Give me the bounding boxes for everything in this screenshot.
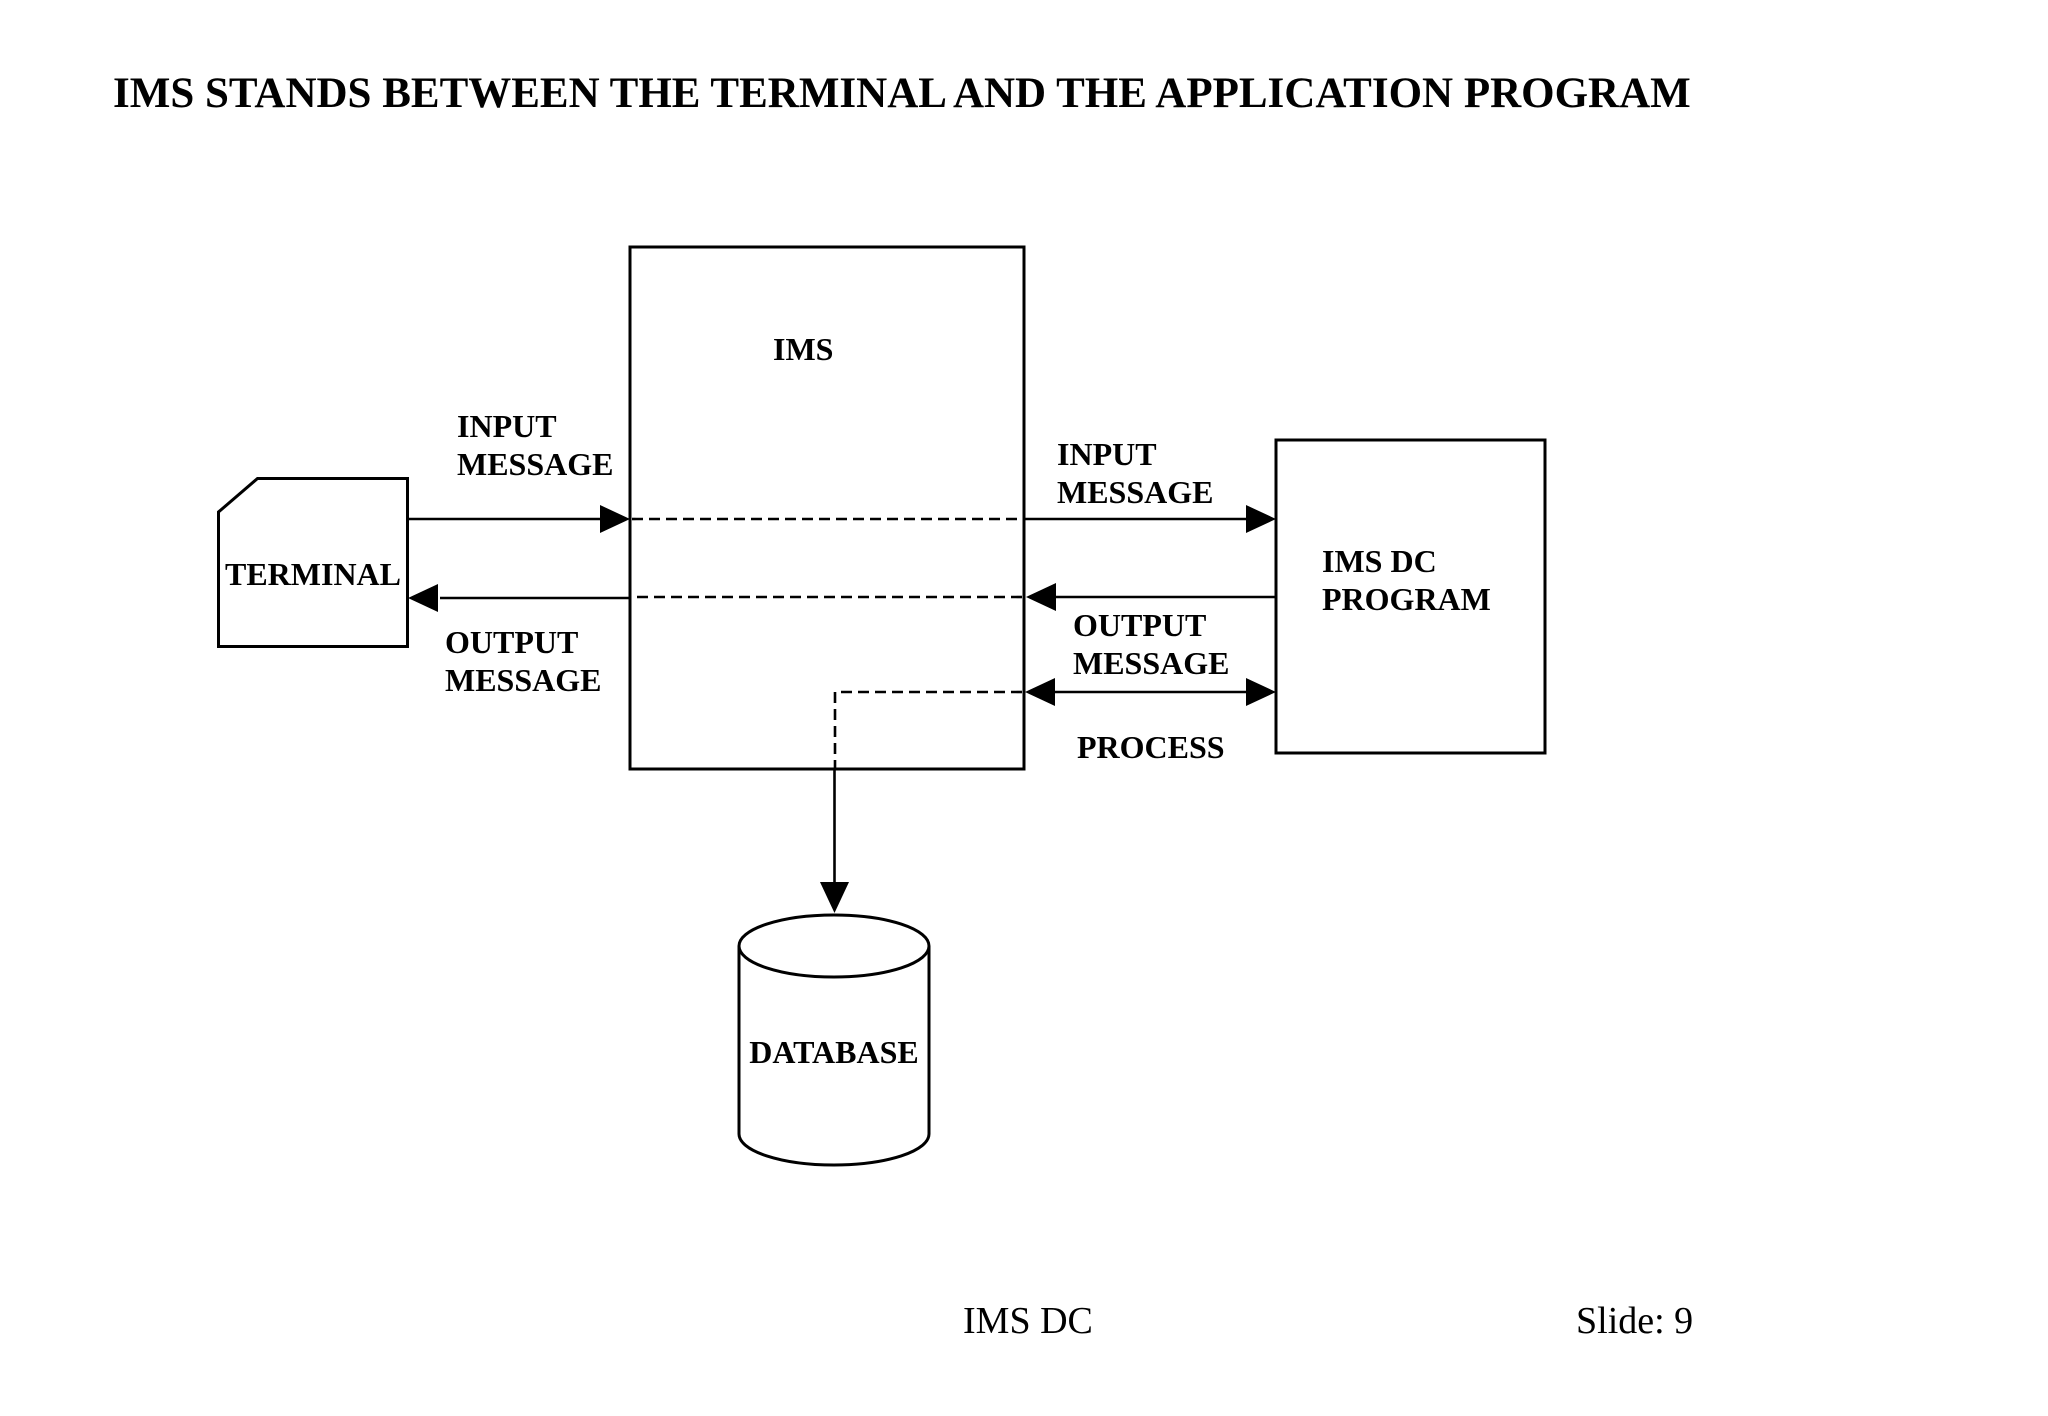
database-cylinder [737,913,931,1167]
process-label: PROCESS [1077,729,1225,765]
footer-slide-number: Slide: 9 [1576,1300,1694,1342]
arrowhead-into-ims-left [600,505,630,533]
output-message-flow [408,583,1276,612]
process-flow [833,678,1276,769]
input-message-label-left: INPUT MESSAGE [457,408,614,482]
ims-label: IMS [773,331,834,367]
output-message-label-right: OUTPUT MESSAGE [1073,607,1230,681]
arrowhead-process-left [1025,678,1055,706]
output-message-label-left: OUTPUT MESSAGE [445,624,602,698]
arrowhead-into-database [820,882,849,913]
footer-product: IMS DC [963,1300,1093,1342]
ims-dc-program-label: IMS DC PROGRAM [1322,543,1491,617]
database-label: DATABASE [749,1034,919,1070]
input-message-flow [408,505,1276,533]
arrowhead-process-right [1246,678,1276,706]
arrowhead-into-terminal [408,584,438,612]
database-access-arrow [820,769,849,913]
arrowhead-into-ims-right [1026,583,1056,611]
ims-dc-program-box [1274,438,1547,755]
input-message-label-right: INPUT MESSAGE [1057,436,1214,510]
arrowhead-into-program [1246,505,1276,533]
terminal-box [217,477,409,648]
terminal-label: TERMINAL [224,556,401,592]
slide-title: IMS STANDS BETWEEN THE TERMINAL AND THE … [113,70,1691,117]
ims-box [628,245,1026,771]
